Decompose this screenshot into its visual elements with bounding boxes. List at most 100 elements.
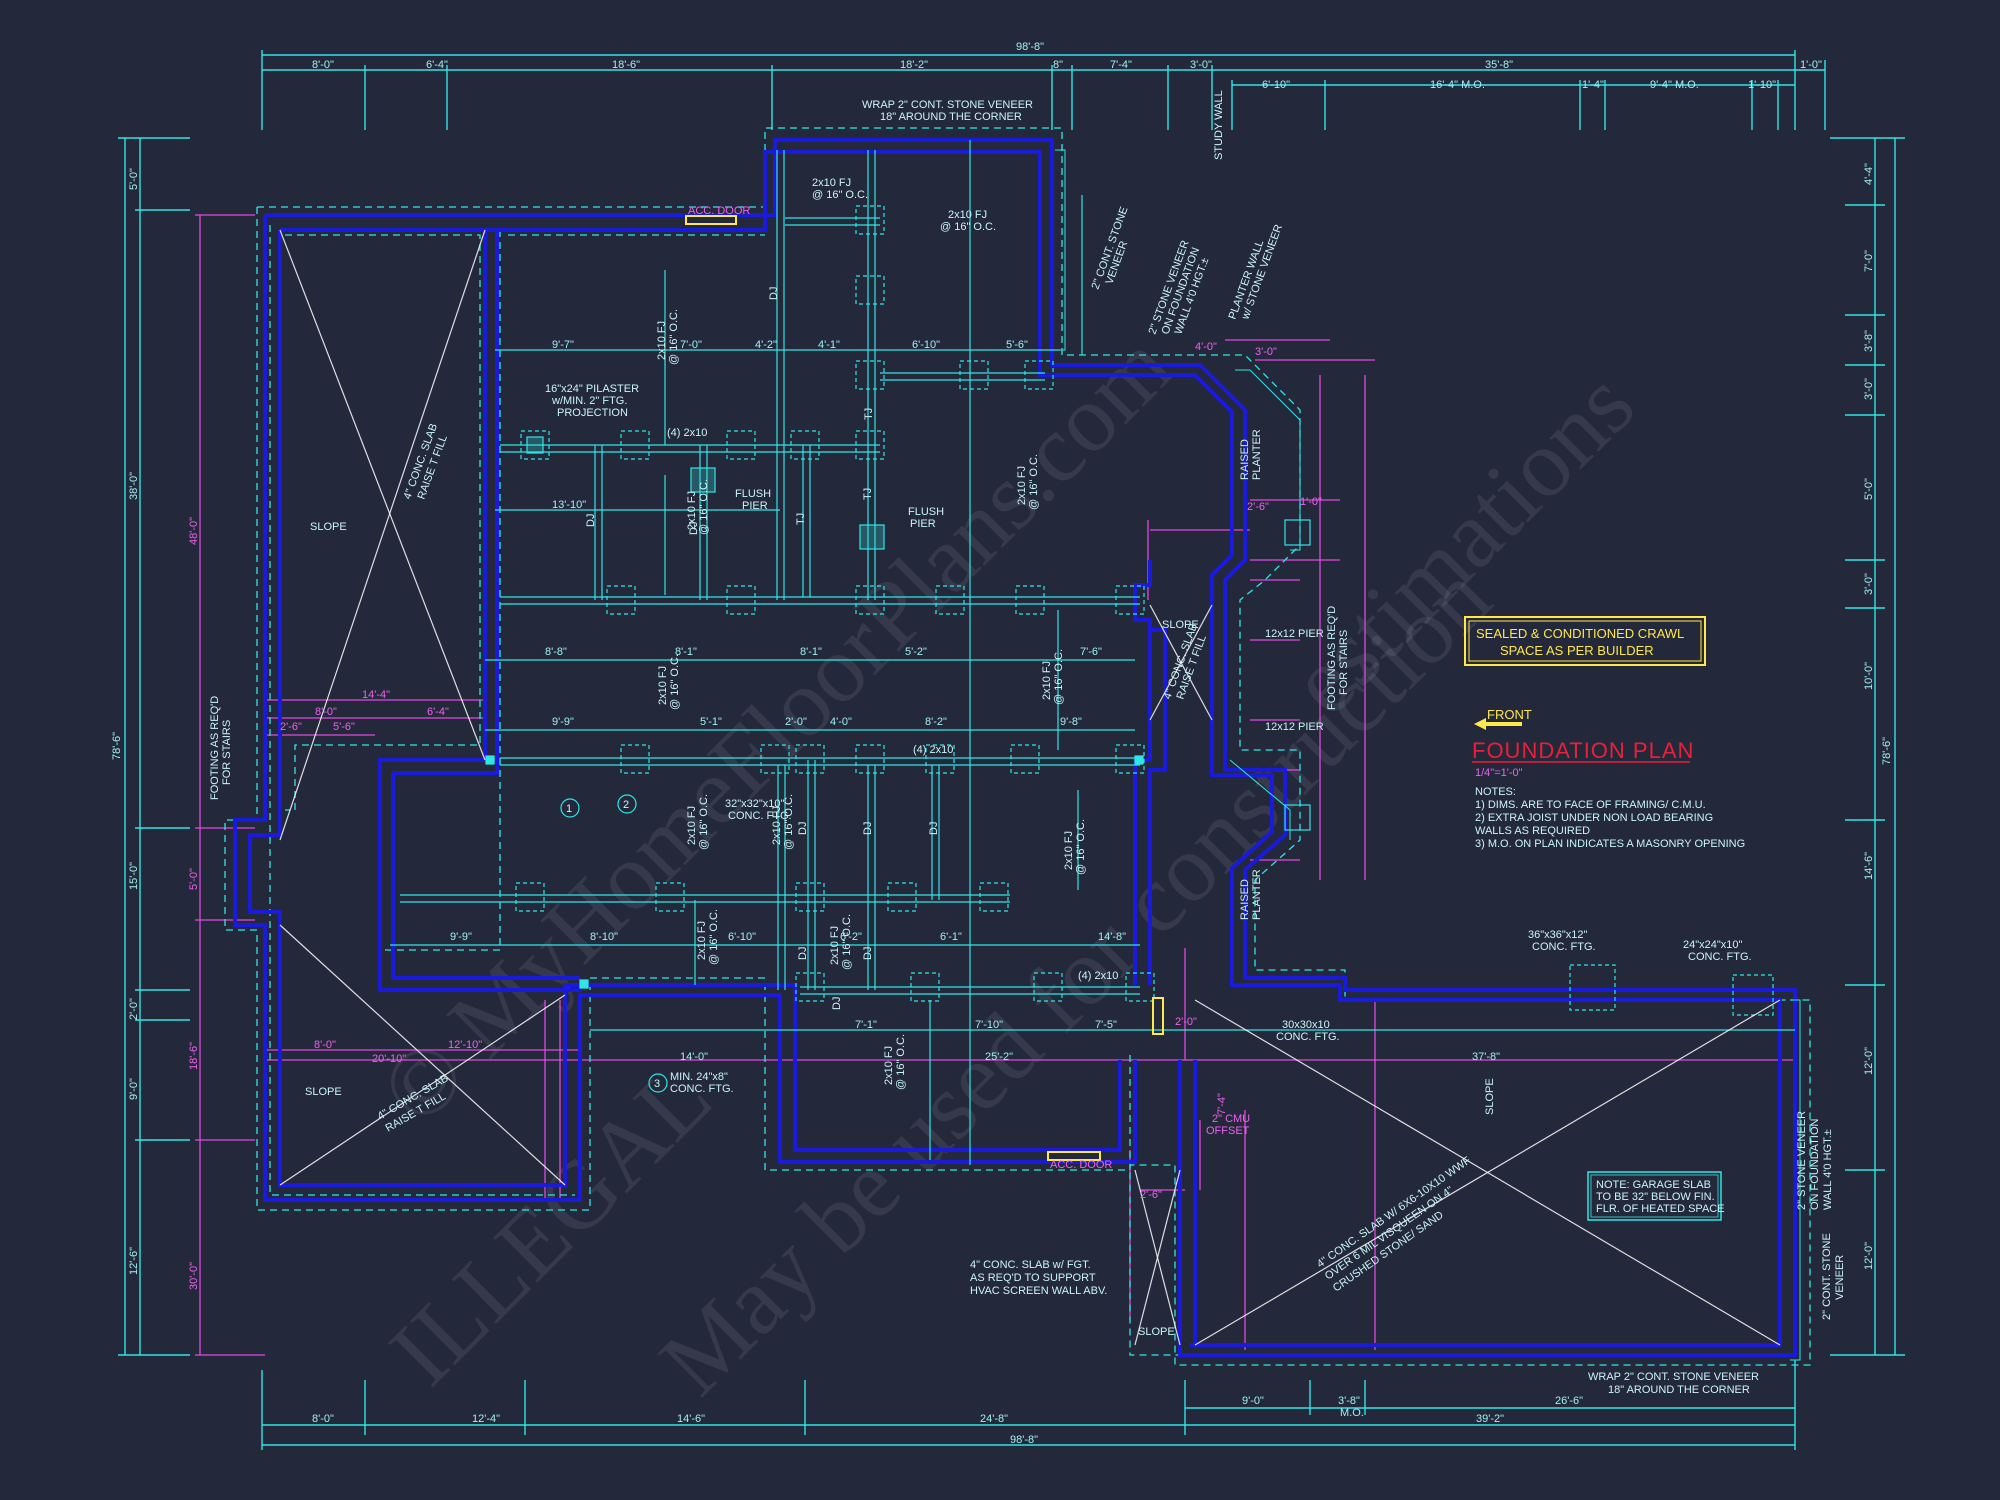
plan-text: 6'-1": [940, 931, 962, 943]
plan-text: FOR STAIRS: [221, 720, 233, 785]
plan-text: SLOPE: [1484, 1078, 1496, 1115]
plan-text: @ 16" O.C.: [1053, 649, 1065, 705]
dim-bottom-overall: 98'-8": [1010, 1434, 1038, 1446]
label-study-wall: STUDY WALL: [1213, 90, 1225, 160]
plan-text: 8'-1": [675, 646, 697, 658]
label-wrap-bottom-0: WRAP 2" CONT. STONE VENEER: [1588, 1371, 1759, 1383]
dim-right-9: 12'-0": [1863, 1242, 1875, 1270]
plan-text: DJ: [768, 287, 780, 300]
plan-text: DJ: [688, 522, 700, 535]
plan-text: 3'-0": [1255, 346, 1277, 358]
plan-text: 1'-0": [1300, 496, 1322, 508]
plan-text: 12'-10": [448, 1039, 482, 1051]
plan-text: w/MIN. 2" FTG.: [551, 395, 627, 407]
dim-left-mag-2: 18'-6": [188, 1042, 200, 1070]
plan-text: 2" CMU: [1212, 1113, 1250, 1125]
dim-right-6: 10'-0": [1863, 662, 1875, 690]
beams: [390, 140, 1795, 1165]
callout-circle-2: [617, 794, 637, 814]
label-acc-door-bottom: ACC. DOOR: [1050, 1159, 1112, 1171]
dim-top-2: 18'-6": [612, 59, 640, 71]
plan-text: DJ: [862, 822, 874, 835]
plan-text: 2x10 FJ: [948, 209, 987, 221]
plan-text: 2x10 FJ: [1041, 661, 1053, 700]
plan-text: SLOPE: [310, 521, 347, 533]
plan-text: @ 16" O.C.: [668, 309, 680, 365]
plan-text: @ 16" O.C.: [841, 914, 853, 970]
plan-text: RAISED: [1239, 439, 1251, 480]
plan-text: 7'-4": [1216, 1093, 1228, 1115]
garage-note-2: FLR. OF HEATED SPACE: [1596, 1203, 1725, 1215]
dim-right-5: 3'-0": [1863, 573, 1875, 595]
plan-text: PLANTER: [1251, 429, 1263, 480]
plan-text: 5'-1": [700, 716, 722, 728]
plan-text: (4) 2x10: [1078, 970, 1118, 982]
plan-text: CONC. FTG.: [1532, 941, 1596, 953]
dimension-text: 98'-8" 8'-0" 6'-4" 18'-6" 18'-2" 8" 7'-4…: [111, 41, 1893, 1446]
plan-scale: 1/4"=1'-0": [1475, 767, 1523, 779]
access-doors: [685, 215, 1164, 1161]
dim-left-mag-3: 30'-0": [188, 1262, 200, 1290]
dim-left-1: 38'-0": [128, 472, 140, 500]
plan-text: CONC. FTG.: [1276, 1031, 1340, 1043]
plan-text: 12x12 PIER: [1265, 628, 1324, 640]
slab-diagonals: [279, 229, 1781, 1346]
label-wrap-bottom-1: 18" AROUND THE CORNER: [1608, 1384, 1750, 1396]
garage-note-0: NOTE: GARAGE SLAB: [1596, 1179, 1711, 1191]
dim-top-7: 35'-8": [1485, 59, 1513, 71]
plan-text: 8'-1": [800, 646, 822, 658]
dim-right-4: 5'-0": [1863, 478, 1875, 500]
garage-note-1: TO BE 32" BELOW FIN.: [1596, 1191, 1715, 1203]
dim-bottom2-0: 9'-0": [1242, 1395, 1264, 1407]
plan-text: 9'-7": [552, 339, 574, 351]
plan-text: PIER: [742, 500, 768, 512]
plan-text: 13'-10": [552, 499, 586, 511]
note-1: 1) DIMS. ARE TO FACE OF FRAMING/ C.M.U.: [1475, 799, 1706, 811]
plan-text: VENEER: [1834, 1255, 1846, 1300]
plan-text: CONC. FTG.: [728, 810, 792, 822]
plan-text: FOR STAIRS: [1338, 630, 1350, 695]
plan-text: 24"x24"x10": [1683, 939, 1743, 951]
plan-text: DJ: [928, 822, 940, 835]
plan-text: 2x10 FJ: [696, 921, 708, 960]
interior-dims: 9'-7" 7'-0" 4'-2" 4'-1" 6'-10" 5'-6" 13'…: [280, 339, 1500, 1201]
plan-title: FOUNDATION PLAN: [1472, 738, 1694, 763]
plan-text: PROJECTION: [557, 407, 628, 419]
plan-text: (4) 2x10: [667, 427, 707, 439]
plan-text: 7'-6": [1080, 646, 1102, 658]
front-label: FRONT: [1487, 707, 1532, 722]
plan-text: 8'-2": [925, 716, 947, 728]
plan-text: MIN. 24"x8": [670, 1071, 728, 1083]
plan-text: FLUSH: [908, 506, 944, 518]
dim-right-3: 3'-0": [1863, 378, 1875, 400]
plan-text: PLANTER: [1251, 869, 1263, 920]
plan-text: 25'-2": [985, 1051, 1013, 1063]
dim-top-3: 18'-2": [900, 59, 928, 71]
plan-text: 2x10 FJ: [1016, 466, 1028, 505]
plan-text: SLOPE: [305, 1086, 342, 1098]
plan-text: 5'-2": [905, 646, 927, 658]
dim-left-mag-1: 5'-0": [188, 868, 200, 890]
dim-right-7: 14'-6": [1863, 852, 1875, 880]
plan-text: CONC. FTG.: [670, 1083, 734, 1095]
plan-text: 6'-2": [840, 931, 862, 943]
plan-text: 32"x32"x10": [725, 798, 785, 810]
dim-right-overall: 78'-6": [1881, 737, 1893, 765]
dim-top-8: 1'-0": [1800, 59, 1822, 71]
plan-text: (4) 2x10: [913, 744, 953, 756]
plan-text: 14'-4": [362, 689, 390, 701]
dim-left-mag-0: 48'-0": [188, 517, 200, 545]
plan-text: 6'-10": [728, 931, 756, 943]
dim-top-5: 7'-4": [1110, 59, 1132, 71]
note-2-cont: WALLS AS REQUIRED: [1475, 825, 1590, 837]
dim-left-4: 9'-0": [128, 1078, 140, 1100]
dim-top-4: 8": [1053, 59, 1063, 71]
plan-text: 2'-6": [1140, 1189, 1162, 1201]
plan-text: 9'-9": [552, 716, 574, 728]
title-block: FOUNDATION PLAN 1/4"=1'-0" NOTES: 1) DIM…: [1472, 738, 1745, 850]
plan-text: 4'-2": [755, 339, 777, 351]
plan-text: 14'-8": [1098, 931, 1126, 943]
dim-right-8: 12'-0": [1863, 1047, 1875, 1075]
plan-text: 5'-6": [1006, 339, 1028, 351]
plan-text: 2'-6": [1247, 501, 1269, 513]
